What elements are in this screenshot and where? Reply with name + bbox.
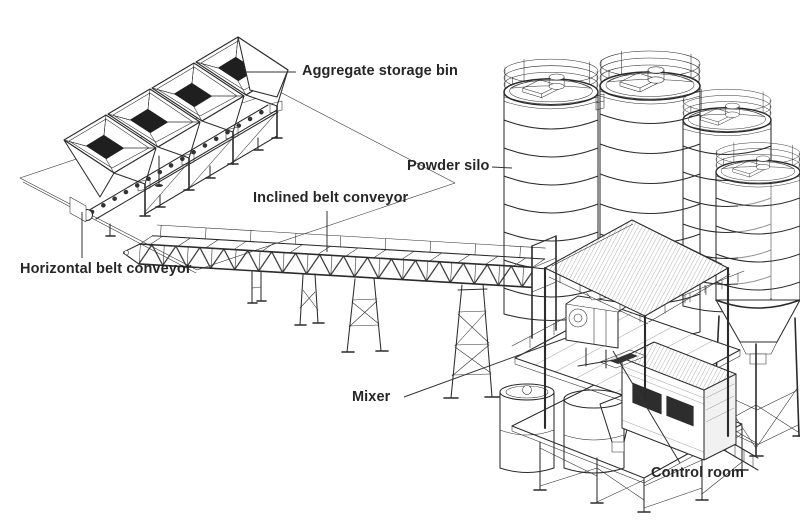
lower-platform: [511, 375, 749, 513]
label-powder-silo: Powder silo: [407, 158, 490, 174]
water-tanks: [499, 383, 625, 474]
leader-powder-silo: [491, 166, 513, 169]
leader-mixer: [403, 337, 567, 398]
mixer-tower-illustration: [499, 219, 759, 513]
bin-support-frame: [139, 105, 283, 217]
aggregate-storage-bin-illustration: [63, 36, 289, 217]
control-room-window: [631, 381, 663, 416]
label-inclined-belt-conveyor: Inclined belt conveyor: [253, 190, 409, 206]
tower-columns: [543, 266, 730, 438]
conveyor-trestle-tall: [443, 283, 500, 399]
roof-canopy: [544, 219, 731, 325]
label-mixer: Mixer: [352, 389, 391, 405]
leader-control-room: [612, 350, 681, 464]
control-room-window: [665, 394, 695, 428]
label-control-room: Control room: [651, 465, 745, 481]
control-room-illustration: [621, 341, 737, 461]
conveyor-head-frame: [531, 235, 557, 339]
conveyor-support-posts: [247, 270, 325, 326]
silo-catwalk: [595, 93, 605, 111]
inclined-belt-conveyor-illustration: [122, 224, 546, 399]
label-horizontal-belt-conveyor: Horizontal belt conveyor: [20, 261, 192, 277]
conveyor-trestle-mid: [341, 277, 389, 353]
label-aggregate-storage-bin: Aggregate storage bin: [302, 63, 458, 79]
leader-lines: [81, 71, 681, 464]
